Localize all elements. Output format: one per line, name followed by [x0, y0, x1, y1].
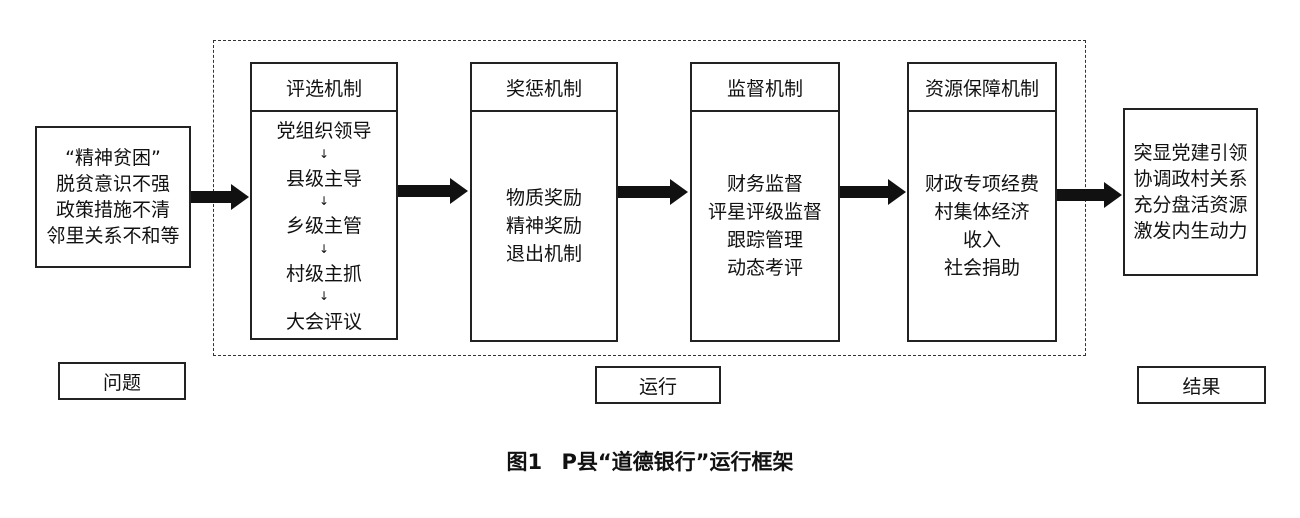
mechanism-line: 评星评级监督 [707, 201, 822, 223]
mechanism-line: 动态考评 [726, 257, 803, 279]
result-label: 结果 [1137, 366, 1266, 404]
flow-arrow-icon [398, 178, 468, 204]
step-label: 村级主抓 [285, 263, 362, 286]
mechanism-line: 财政专项经费 [924, 173, 1039, 195]
result-line: 激发内生动力 [1133, 220, 1248, 242]
supervision-mechanism-box: 监督机制 财务监督 评星评级监督 跟踪管理 动态考评 [690, 62, 840, 342]
operation-label: 运行 [595, 366, 721, 404]
flow-arrow-icon [191, 184, 249, 210]
mechanism-line: 退出机制 [505, 243, 582, 265]
figure-number: 图1 [506, 450, 543, 474]
mechanism-line: 物质奖励 [505, 187, 582, 209]
mechanism-body: 物质奖励 精神奖励 退出机制 [472, 112, 616, 340]
mechanism-line: 村集体经济 [934, 201, 1030, 223]
mechanism-body: 财政专项经费 村集体经济 收入 社会捐助 [909, 112, 1055, 340]
step-label: 党组织领导 [276, 120, 372, 143]
result-box: 突显党建引领 协调政村关系 充分盘活资源 激发内生动力 [1123, 108, 1258, 276]
down-arrow-icon: ↓ [318, 194, 330, 209]
step-label: 乡级主管 [285, 215, 362, 238]
reward-mechanism-box: 奖惩机制 物质奖励 精神奖励 退出机制 [470, 62, 618, 342]
mechanism-line: 收入 [962, 229, 1001, 251]
step-label: 大会评议 [285, 310, 362, 333]
problem-line: “精神贫困” [65, 147, 161, 169]
selection-steps: 党组织领导 ↓ 县级主导 ↓ 乡级主管 ↓ 村级主抓 ↓ 大会评议 [252, 112, 396, 338]
problem-line: 邻里关系不和等 [46, 225, 180, 247]
flow-arrow-icon [1057, 182, 1122, 208]
mechanism-title: 奖惩机制 [472, 64, 616, 112]
problem-label: 问题 [58, 362, 186, 400]
selection-mechanism-box: 评选机制 党组织领导 ↓ 县级主导 ↓ 乡级主管 ↓ 村级主抓 ↓ 大会评议 [250, 62, 398, 340]
mechanism-line: 社会捐助 [943, 257, 1020, 279]
problem-box: “精神贫困” 脱贫意识不强 政策措施不清 邻里关系不和等 [35, 126, 191, 268]
mechanism-body: 财务监督 评星评级监督 跟踪管理 动态考评 [692, 112, 838, 340]
flow-arrow-icon [840, 179, 906, 205]
mechanism-title: 监督机制 [692, 64, 838, 112]
flow-arrow-icon [618, 179, 688, 205]
mechanism-line: 财务监督 [726, 173, 803, 195]
mechanism-line: 精神奖励 [505, 215, 582, 237]
problem-line: 政策措施不清 [55, 199, 170, 221]
figure-title: P县“道德银行”运行框架 [561, 450, 794, 474]
step-label: 县级主导 [285, 167, 362, 190]
mechanism-title: 资源保障机制 [909, 64, 1055, 112]
down-arrow-icon: ↓ [318, 241, 330, 256]
problem-line: 脱贫意识不强 [55, 173, 170, 195]
down-arrow-icon: ↓ [318, 289, 330, 304]
figure-caption: 图1 P县“道德银行”运行框架 [0, 446, 1300, 476]
result-line: 协调政村关系 [1133, 168, 1248, 190]
down-arrow-icon: ↓ [318, 146, 330, 161]
resource-mechanism-box: 资源保障机制 财政专项经费 村集体经济 收入 社会捐助 [907, 62, 1057, 342]
mechanism-title: 评选机制 [252, 64, 396, 112]
mechanism-line: 跟踪管理 [726, 229, 803, 251]
result-line: 充分盘活资源 [1133, 194, 1248, 216]
result-line: 突显党建引领 [1133, 142, 1248, 164]
